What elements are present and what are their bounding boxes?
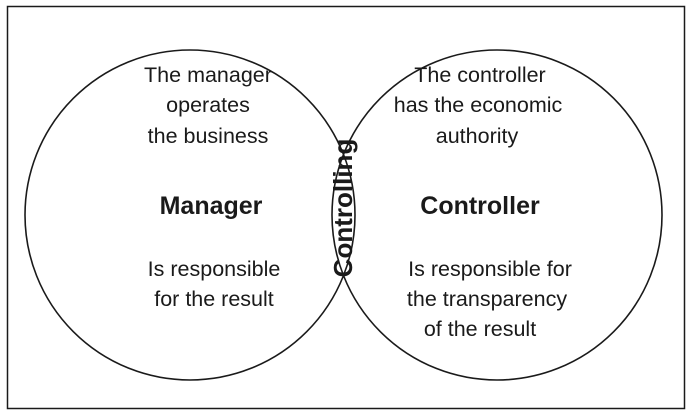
manager-description-line: The manager	[144, 63, 272, 87]
controller-description-line: The controller	[414, 63, 545, 87]
controller-circle	[331, 49, 663, 381]
manager-responsibility-line: Is responsible	[148, 257, 281, 281]
manager-responsibility: Is responsible for the result	[148, 257, 281, 311]
controller-heading: Controller	[420, 192, 540, 220]
controller-responsibility: Is responsible for the transparency of t…	[407, 257, 572, 341]
controller-description: The controller has the economic authorit…	[394, 63, 563, 148]
controller-responsibility-line: of the result	[424, 317, 536, 341]
manager-description-line: the business	[148, 124, 269, 148]
manager-description-line: operates	[166, 93, 250, 117]
controller-description-line: authority	[436, 124, 519, 148]
diagram-frame	[6, 5, 686, 410]
manager-responsibility-line: for the result	[154, 287, 274, 311]
controller-responsibility-line: Is responsible for	[408, 257, 572, 281]
manager-heading: Manager	[160, 192, 263, 220]
controller-responsibility-line: the transparency	[407, 287, 567, 311]
controlling-label: Controlling	[328, 139, 358, 278]
manager-description: The manager operates the business	[144, 63, 272, 148]
controller-description-line: has the economic	[394, 93, 563, 117]
manager-circle	[24, 49, 356, 381]
